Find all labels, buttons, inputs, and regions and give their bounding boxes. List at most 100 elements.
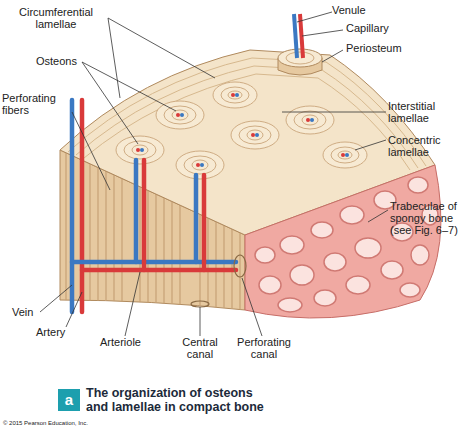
leader-lines-part [125,272,140,336]
leader-lines-part [82,62,138,144]
part-label: Artery [36,326,86,338]
part-label: Perforating fibers [2,92,74,116]
top-face-part-part [200,163,204,167]
blood-vessels-part [194,175,199,262]
top-face-part-part [116,136,164,164]
part-label: Periosteum [346,42,426,54]
top-face-part-part [221,87,249,103]
top-face-part-part [306,118,310,122]
perforating-canal-part [191,301,209,307]
part-label: Trabeculae of spongy bone (see Fig. 6–7) [390,200,474,236]
top-face-part-part [172,110,188,120]
spongy-bone-part-part [259,276,281,294]
top-face-part [68,58,426,170]
panel-letter-box: a [58,389,80,411]
top-face-part-part [68,58,426,166]
top-face-part-part [180,113,184,117]
top-face-part-part [140,148,144,152]
spongy-bone-part-part [314,290,336,306]
spongy-bone-part-part [411,245,429,265]
top-face-part-part [341,153,345,157]
leader-lines-part [66,292,82,327]
top-face-part-part [228,91,242,99]
blood-vessels-part [202,175,207,270]
top-face-part-part [247,130,263,140]
top-face-part-part [302,115,318,125]
protruding-osteon [278,14,322,75]
panel-letter: a [65,392,73,408]
leader-lines-part [200,307,201,336]
top-face-part [116,82,367,179]
leader-lines-part [82,62,176,111]
blood-vessels [72,100,236,312]
spongy-bone-part-part [278,298,302,312]
protruding-osteon-part [286,52,314,64]
top-face-part-part [213,82,257,108]
spongy-bone-part-part [311,222,333,238]
top-face-part [136,93,349,167]
part-label: Arteriole [100,336,160,348]
leader-lines-part [368,210,388,222]
part-label: Perforating canal [232,336,296,360]
leader-lines-part [282,112,386,113]
top-face-part-part [310,118,314,122]
perforating-canal [191,255,246,307]
spongy-bone-part [245,165,441,318]
leader-lines-part [72,112,110,190]
leader-lines-part [302,30,343,36]
top-face-part-part [196,163,200,167]
leader-lines-part [108,18,215,78]
leader-lines-part [40,285,72,312]
spongy-bone-part-part [340,206,364,224]
perforating-canal-part [234,255,246,277]
part-label: Venule [332,4,392,16]
blood-vessels-part [142,160,147,270]
top-face-part-part [156,101,204,129]
part-label: Osteons [36,55,96,67]
part-label: Capillary [346,22,416,34]
top-face-part-part [124,141,156,159]
leader-lines-part [297,12,332,22]
top-face-part-part [345,153,349,157]
blood-vessels-part [70,100,75,312]
top-face [60,50,435,235]
top-face-part [60,50,435,235]
top-face-part-part [164,106,196,124]
front-face-part-part [65,100,66,320]
part-label: Circumferential lamellae [4,6,108,30]
spongy-bone-part-part [324,253,346,271]
blood-vessels-part [72,260,236,265]
leader-lines [40,12,388,336]
top-face-part-part [192,160,208,170]
spongy-bone-part-part [355,238,381,258]
spongy-bone-part-part [255,247,275,263]
blood-vessels-part [134,160,139,262]
top-face-part-part [239,126,271,144]
part-label: Interstitial lamellae [388,100,468,124]
top-face-part-part [251,133,255,137]
leader-lines-part [355,140,386,150]
copyright-note: © 2015 Pearson Education, Inc. [3,420,143,427]
spongy-bone-part-part [346,276,370,294]
top-face-part-part [294,111,326,129]
top-face-part-part [176,151,224,179]
top-face-part-part [176,113,180,117]
leader-lines-part [322,50,343,62]
part-label: Concentric lamellae [388,134,468,158]
spongy-bone [245,165,441,318]
top-face-part-part [231,93,235,97]
spongy-bone-part [255,177,438,312]
figure-caption: The organization of osteons and lamellae… [86,386,276,414]
blood-vessels-part [82,268,236,273]
protruding-osteon-part [278,49,322,67]
spongy-bone-part-part [290,265,314,285]
part-label: Vein [12,306,52,318]
top-face-part-part [331,147,359,163]
top-face-part-part [255,133,259,137]
top-face-part-part [235,93,239,97]
spongy-bone-part-part [280,236,304,254]
spongy-bone-part-part [400,283,420,297]
part-label: Central canal [172,336,228,360]
spongy-bone-part-part [408,177,428,193]
